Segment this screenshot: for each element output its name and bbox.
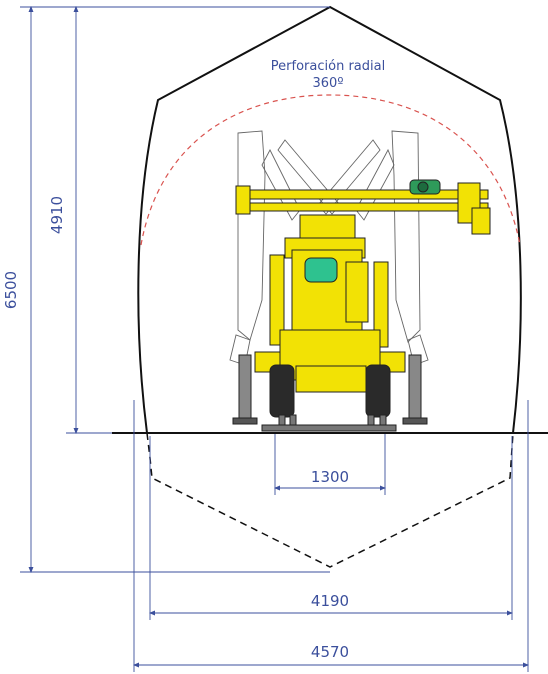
radial-label-line1: Perforación radial [271, 59, 385, 74]
dimension-work-height-label: 4910 [48, 196, 66, 234]
radial-label-line2: 360º [313, 76, 344, 91]
tunnel-invert-dashed [146, 432, 514, 568]
dimension-outer-width [132, 400, 530, 672]
drill-motor-icon [417, 181, 429, 193]
dimension-total-height [20, 5, 330, 574]
dimension-outer-width-label: 4570 [311, 643, 349, 661]
drill-rig [232, 179, 491, 432]
dimension-total-height-label: 6500 [2, 271, 20, 309]
dimension-work-height [66, 5, 112, 435]
dimension-inner-width [148, 436, 514, 620]
dimension-wheel-track-label: 1300 [311, 468, 349, 486]
dimension-inner-width-label: 4190 [311, 592, 349, 610]
radial-drilling-arc [140, 94, 521, 246]
dimension-wheel-track [273, 434, 387, 495]
